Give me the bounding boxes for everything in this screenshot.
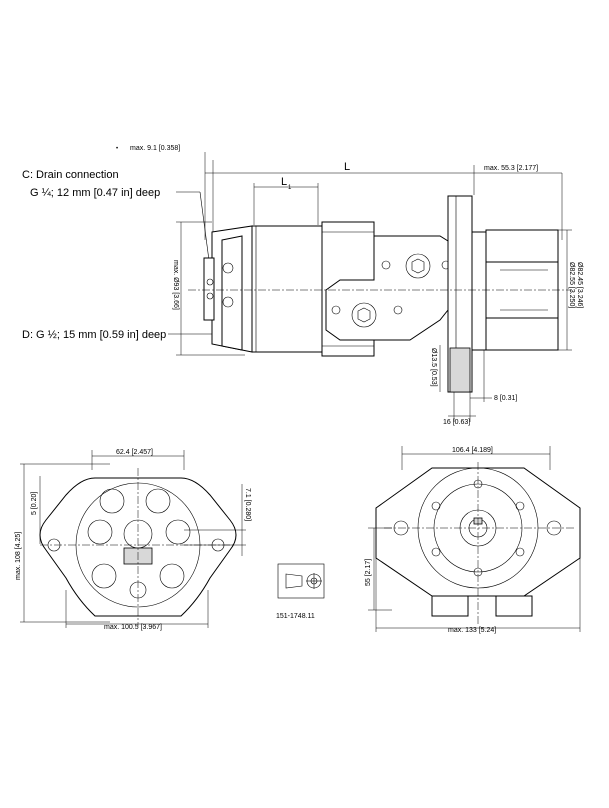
port-stub — [431, 595, 469, 617]
bolt-head — [145, 488, 171, 514]
pilot — [471, 231, 487, 351]
dim-max-9-1: max. 9.1 [0.358] — [130, 145, 180, 152]
port-a — [87, 519, 113, 545]
dim-max-108: max. 108 [4.25] — [15, 532, 22, 580]
side-view: max. 9.1 [0.358] • L max. 55.3 [2.177] L… — [22, 145, 583, 426]
leader-line — [199, 191, 211, 269]
dim-8: 8 [0.31] — [494, 395, 517, 402]
projection-cone — [285, 573, 303, 589]
dim-d13-5: Ø13.5 [0.53] — [430, 348, 437, 387]
front-view-ports: 62.4 [2.457] max. 108 [4.25] 5 [0.20] 7.… — [15, 449, 251, 631]
port-c — [206, 292, 214, 300]
port-b — [165, 519, 191, 545]
drawing-number: 151-1748.11 — [276, 613, 315, 620]
dim-L1-sub: 1 — [288, 185, 292, 191]
port-d — [405, 253, 431, 279]
dim-55: 55 [2.17] — [365, 559, 372, 586]
drain-boss — [203, 257, 215, 321]
bolt-head — [99, 488, 125, 514]
port-stub — [495, 595, 533, 617]
dim-L: L — [344, 161, 350, 173]
port-note: D: G ½; 15 mm [0.59 in] deep — [22, 329, 166, 341]
dim-16: 16 [0.63] — [443, 419, 470, 426]
port-c — [206, 278, 214, 286]
port-d — [351, 302, 377, 328]
dim-max-93: max. Ø93 [3.66] — [172, 260, 179, 310]
dim-L1: L — [281, 176, 287, 188]
dim-7-1: 7.1 [0.280] — [244, 488, 251, 521]
front-view-flange: 106.4 [4.189] 55 [2.17] max. 133 [5.24] — [365, 446, 581, 634]
end-cap-inner — [221, 235, 243, 351]
port-d-hex — [357, 307, 371, 323]
dim-max-55-3: max. 55.3 [2.177] — [484, 165, 538, 172]
dim-max-100-5: max. 100.5 [3.967] — [104, 624, 162, 631]
bolt — [431, 501, 441, 511]
dim-62-4: 62.4 [2.457] — [116, 449, 153, 456]
bolt-head — [222, 262, 234, 274]
bolt-head — [159, 563, 185, 589]
bolt — [515, 547, 525, 557]
dot-mark: • — [116, 146, 118, 152]
mount-hole — [546, 520, 562, 536]
bolt — [381, 260, 391, 270]
housing-outline — [39, 477, 237, 617]
flange-section — [449, 347, 471, 393]
bolt — [431, 547, 441, 557]
bolt — [515, 501, 525, 511]
dim-5: 5 [0.20] — [31, 492, 38, 515]
gerotor-housing — [251, 225, 323, 353]
projection-symbol: 151-1748.11 — [276, 563, 325, 620]
dim-d82-55: Ø82.55 [3.250] — [568, 262, 575, 308]
projection-frame — [277, 563, 325, 599]
bolt — [393, 305, 403, 315]
dim-max-133: max. 133 [5.24] — [448, 627, 496, 634]
drain-note-line1: C: Drain connection — [22, 169, 119, 181]
dim-d82-45: Ø82.45 [3.246] — [576, 262, 583, 308]
bolt-head — [222, 296, 234, 308]
drain-note-line2: G ¼; 12 mm [0.47 in] deep — [30, 187, 160, 199]
bolt-head — [91, 563, 117, 589]
bolt — [331, 305, 341, 315]
port-d-hex — [411, 258, 425, 274]
dim-106-4: 106.4 [4.189] — [452, 447, 493, 454]
